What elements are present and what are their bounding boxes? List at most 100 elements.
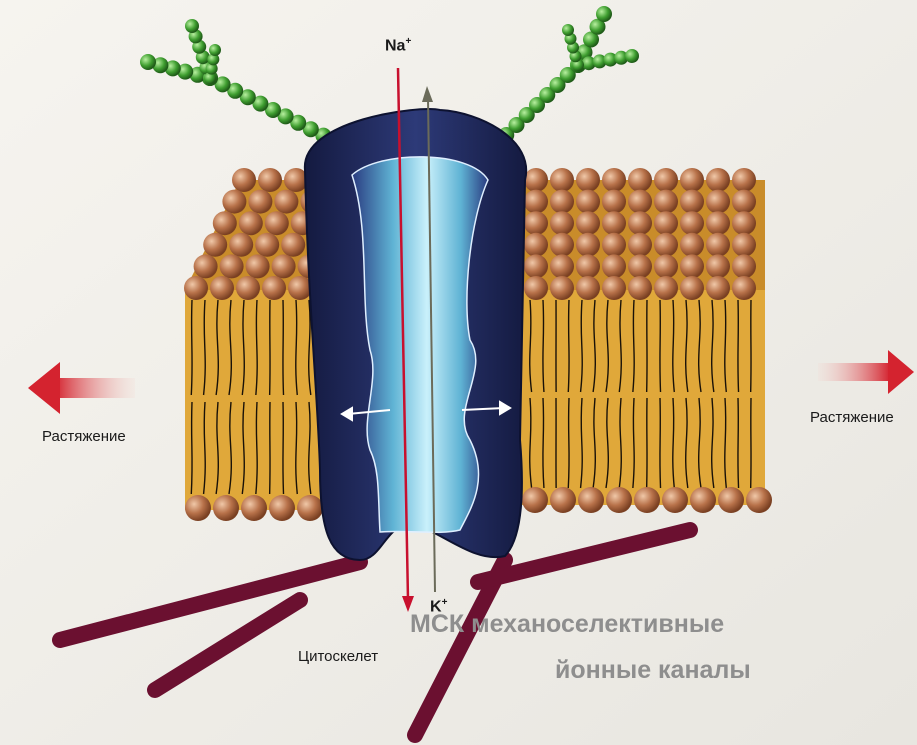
lipid-head [578, 487, 604, 513]
lipid-head [550, 168, 574, 192]
lipid-head [602, 254, 626, 278]
lipid-head [576, 276, 600, 300]
lipid-head [634, 487, 660, 513]
stretch-label-left: Растяжение [42, 428, 126, 445]
lipid-head [576, 190, 600, 214]
lipid-head [255, 233, 279, 257]
lipid-head [706, 233, 730, 257]
lipid-head [258, 168, 282, 192]
cytoskeleton-label: Цитоскелет [298, 648, 378, 665]
lipid-head [265, 211, 289, 235]
lipid-head [550, 487, 576, 513]
lipid-head [654, 276, 678, 300]
lipid-tail [543, 300, 544, 392]
lipid-head [732, 276, 756, 300]
lipid-head [576, 211, 600, 235]
caption-line-1: МСК механоселективные [410, 610, 724, 639]
lipid-head [690, 487, 716, 513]
k-charge: + [442, 597, 448, 608]
lipid-head [236, 276, 260, 300]
lipid-head [550, 254, 574, 278]
lipid-tail [660, 398, 661, 488]
lipid-head [241, 495, 267, 521]
lipid-head [248, 190, 272, 214]
lipid-head [524, 211, 548, 235]
lipid-head [524, 190, 548, 214]
lipid-head [222, 190, 246, 214]
lipid-head [229, 233, 253, 257]
lipid-tail [191, 300, 192, 395]
lipid-head [680, 254, 704, 278]
lipid-head [185, 495, 211, 521]
glycan-bead [209, 44, 221, 56]
lipid-head [203, 233, 227, 257]
lipid-head [654, 168, 678, 192]
na-ion-label: Na+ [385, 36, 411, 55]
glycan-bead [562, 24, 574, 36]
lipid-head [680, 211, 704, 235]
lipid-head [732, 168, 756, 192]
lipid-tail [738, 300, 739, 392]
lipid-head [628, 233, 652, 257]
lipid-head [274, 190, 298, 214]
lipid-tail [283, 402, 284, 494]
lipid-head [680, 168, 704, 192]
lipid-head [602, 190, 626, 214]
lipid-head [706, 211, 730, 235]
lipid-head [746, 487, 772, 513]
glycan-bead [185, 19, 199, 33]
lipid-head [213, 211, 237, 235]
lipid-head [550, 233, 574, 257]
lipid-head [732, 233, 756, 257]
lipid-head [718, 487, 744, 513]
lipid-head [524, 168, 548, 192]
lipid-head [628, 276, 652, 300]
lipid-head [576, 233, 600, 257]
lipid-head [732, 211, 756, 235]
lipid-head [706, 254, 730, 278]
lipid-head [680, 233, 704, 257]
glycan-bead [625, 49, 639, 63]
lipid-head [239, 211, 263, 235]
lipid-head [706, 168, 730, 192]
lipid-head [654, 254, 678, 278]
glycan-bead [596, 6, 612, 22]
lipid-head [602, 211, 626, 235]
caption-line-2: йонные каналы [555, 656, 751, 685]
lipid-head [246, 254, 270, 278]
lipid-tail [568, 300, 569, 392]
lipid-head [524, 276, 548, 300]
lipid-head [576, 254, 600, 278]
lipid-tail [191, 402, 192, 494]
lipid-head [272, 254, 296, 278]
glycan-bead [140, 54, 156, 70]
lipid-head [602, 276, 626, 300]
lipid-head [732, 190, 756, 214]
lipid-head [297, 495, 323, 521]
lipid-head [628, 190, 652, 214]
lipid-head [654, 190, 678, 214]
lipid-head [213, 495, 239, 521]
lipid-head [524, 254, 548, 278]
lipid-tail [568, 398, 569, 488]
lipid-head [550, 190, 574, 214]
lipid-head [602, 168, 626, 192]
lipid-tail [738, 398, 739, 488]
lipid-head [232, 168, 256, 192]
lipid-head [602, 233, 626, 257]
lipid-head [220, 254, 244, 278]
lipid-head [654, 233, 678, 257]
lipid-head [210, 276, 234, 300]
na-symbol: Na [385, 37, 405, 54]
lipid-head [184, 276, 208, 300]
lipid-head [194, 254, 218, 278]
lipid-head [269, 495, 295, 521]
lipid-head [654, 211, 678, 235]
lipid-head [281, 233, 305, 257]
lipid-head [606, 487, 632, 513]
lipid-head [628, 254, 652, 278]
ion-channel [305, 109, 526, 560]
lipid-head [680, 276, 704, 300]
na-charge: + [405, 36, 411, 47]
